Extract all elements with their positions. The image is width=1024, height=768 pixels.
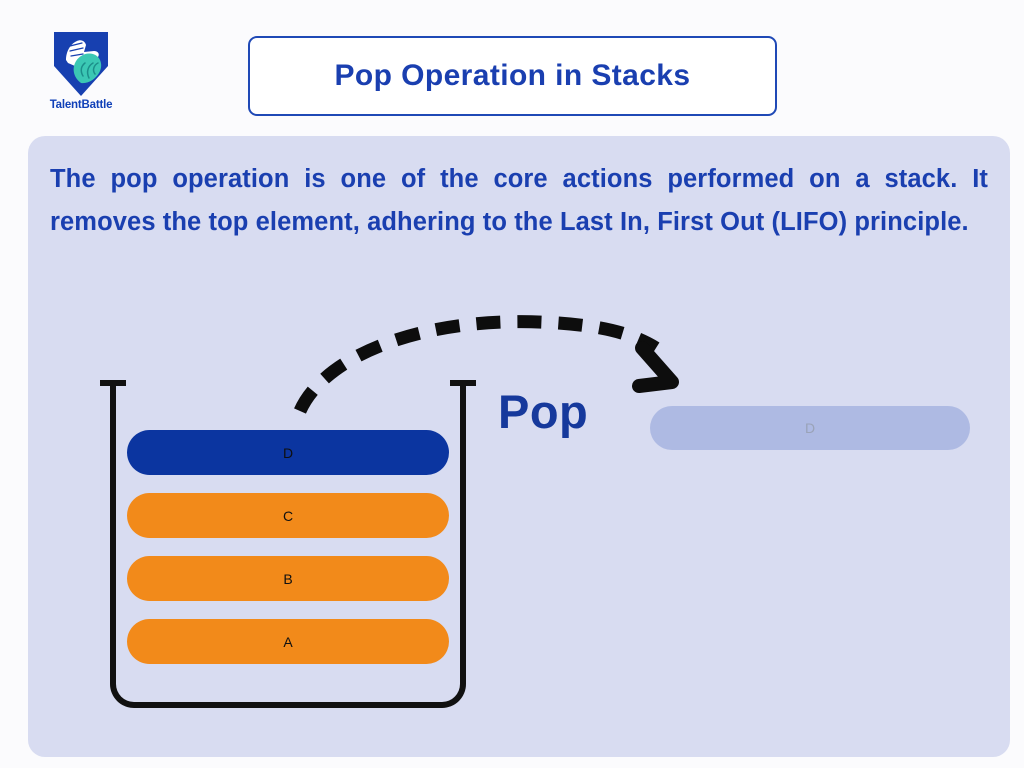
page-title: Pop Operation in Stacks	[334, 59, 691, 92]
content-panel: The pop operation is one of the core act…	[28, 136, 1010, 757]
brand-wordmark: TalentBattle	[49, 99, 113, 111]
brand-logo[interactable]: TalentBattle	[38, 26, 124, 112]
stack-element-b[interactable]: B	[127, 556, 449, 601]
stack-element-label: A	[283, 633, 293, 650]
stack-element-c[interactable]: C	[127, 493, 449, 538]
pop-operation-label: Pop	[498, 385, 589, 438]
stack-elements-list: D C B A	[127, 430, 449, 682]
stack-element-label: D	[282, 444, 294, 461]
page-header: TalentBattle Pop Operation in Stacks	[0, 0, 1024, 132]
page-title-box: Pop Operation in Stacks	[248, 36, 777, 116]
stack-element-d[interactable]: D	[127, 430, 449, 475]
stack-element-label: B	[283, 570, 293, 587]
stack-element-label: C	[282, 507, 294, 524]
description-text: The pop operation is one of the core act…	[50, 165, 988, 236]
popped-element: D	[650, 406, 970, 450]
arrowhead-icon	[632, 341, 679, 393]
stack-diagram: D C B A Pop D	[28, 136, 1010, 757]
stack-rail-cap-left	[100, 380, 126, 386]
popped-element-label: D	[804, 420, 816, 436]
stack-container	[110, 386, 466, 708]
stack-element-a[interactable]: A	[127, 619, 449, 664]
talentbattle-shield-logo-icon	[54, 32, 108, 96]
